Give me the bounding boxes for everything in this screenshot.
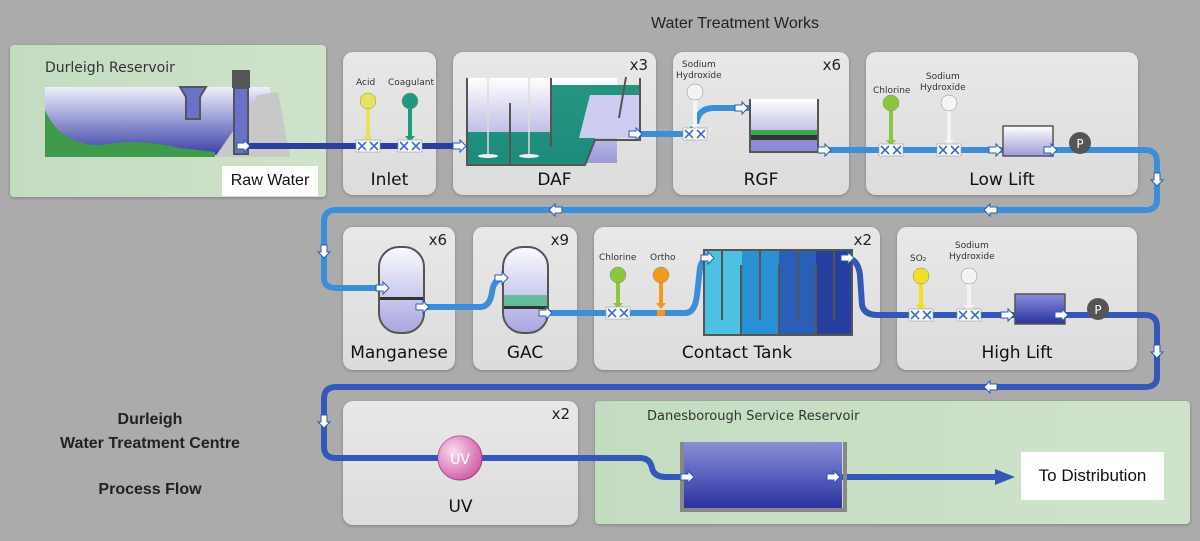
flow-arrow-icon bbox=[983, 379, 998, 395]
stage-label: DAF bbox=[537, 170, 572, 190]
stage-gac[interactable]: x9 GAC bbox=[473, 227, 577, 370]
flow-arrow-icon bbox=[316, 244, 332, 259]
stage-label: RGF bbox=[743, 170, 779, 190]
reservoir-name: Durleigh Reservoir bbox=[45, 60, 175, 76]
stage-label: Low Lift bbox=[969, 170, 1035, 190]
stage-label: Manganese bbox=[350, 343, 448, 363]
stage-low-lift[interactable]: Low Lift bbox=[866, 52, 1138, 195]
centre-title-line2: Water Treatment Centre bbox=[60, 435, 240, 452]
chem-label-coagulant: Coagulant bbox=[388, 78, 434, 88]
chem-label-line: Sodium bbox=[954, 241, 989, 251]
raw-water-label: Raw Water bbox=[222, 166, 318, 196]
chem-label-ortho: Ortho bbox=[650, 253, 676, 263]
chem-label-line: Hydroxide bbox=[920, 83, 966, 93]
stage-label: Inlet bbox=[370, 170, 409, 190]
multiplier-badge: x3 bbox=[629, 56, 648, 74]
chem-label-chlorine: Chlorine bbox=[599, 253, 637, 263]
chem-label-sodium-hydroxide: Sodium Hydroxide bbox=[676, 60, 722, 82]
stage-uv[interactable]: x2 UV bbox=[343, 401, 578, 525]
works-title: Water Treatment Works bbox=[651, 15, 820, 32]
multiplier-badge: x2 bbox=[551, 405, 570, 423]
stage-label: High Lift bbox=[981, 343, 1053, 363]
centre-title: Durleigh Water Treatment Centre Process … bbox=[40, 408, 260, 502]
flow-arrow-icon bbox=[1149, 344, 1165, 359]
stage-label: GAC bbox=[506, 343, 544, 363]
stage-contact-tank[interactable]: x2 Contact Tank bbox=[594, 227, 880, 370]
centre-title-line1: Durleigh bbox=[117, 411, 183, 428]
stage-high-lift[interactable]: High Lift bbox=[897, 227, 1137, 370]
stage-manganese[interactable]: x6 Manganese bbox=[343, 227, 455, 370]
stage-label: Contact Tank bbox=[681, 343, 793, 363]
stage-daf[interactable]: x3 DAF bbox=[453, 52, 656, 195]
multiplier-badge: x9 bbox=[550, 231, 569, 249]
chem-label-sodium-hydroxide: Sodium Hydroxide bbox=[920, 72, 966, 94]
service-reservoir-name: Danesborough Service Reservoir bbox=[647, 409, 860, 424]
chem-label-chlorine: Chlorine bbox=[873, 86, 911, 96]
process-flow-subtitle: Process Flow bbox=[98, 481, 202, 498]
flow-arrow-icon bbox=[316, 414, 332, 429]
chem-label-line: Sodium bbox=[925, 72, 960, 82]
chem-label-acid: Acid bbox=[356, 78, 376, 88]
multiplier-badge: x6 bbox=[428, 231, 447, 249]
chem-label-line: Hydroxide bbox=[676, 71, 722, 81]
multiplier-badge: x6 bbox=[822, 56, 841, 74]
chem-label-so2: SO₂ bbox=[910, 254, 927, 264]
multiplier-badge: x2 bbox=[853, 231, 872, 249]
flow-arrow-icon bbox=[983, 202, 998, 218]
stage-label: UV bbox=[448, 497, 473, 517]
chem-label-line: Hydroxide bbox=[949, 252, 995, 262]
stage-inlet[interactable]: Inlet bbox=[343, 52, 436, 195]
to-distribution-label: To Distribution bbox=[1021, 452, 1164, 500]
flow-arrow-icon bbox=[548, 202, 563, 218]
chem-label-line: Sodium bbox=[681, 60, 716, 70]
chem-label-sodium-hydroxide: Sodium Hydroxide bbox=[949, 241, 995, 263]
flow-arrow-icon bbox=[1149, 172, 1165, 187]
